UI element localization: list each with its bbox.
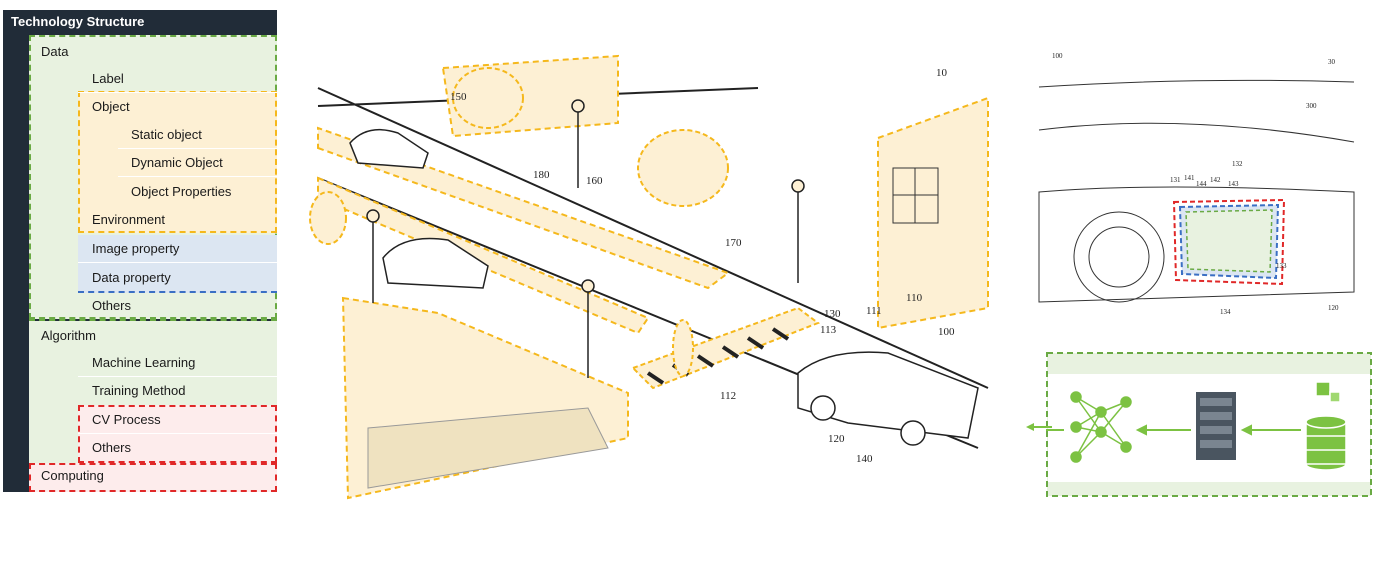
dash-ref-100: 100 bbox=[1052, 52, 1063, 60]
hud-display-region bbox=[1172, 198, 1286, 286]
tree-item-dynamic-object: Dynamic Object bbox=[118, 149, 277, 177]
tree-item-data: Data bbox=[41, 44, 69, 59]
dashboard-outline bbox=[1038, 79, 1355, 303]
dashboard-illustration: 100 30 300 131 141 144 142 132 143 133 1… bbox=[1038, 52, 1355, 316]
ref-111: 111 bbox=[866, 305, 882, 317]
tree-item-image-property: Image property bbox=[78, 235, 277, 263]
ref-150: 150 bbox=[450, 91, 467, 103]
dashboard-reference-labels: 100 30 300 131 141 144 142 132 143 133 1… bbox=[1052, 52, 1339, 316]
trees bbox=[309, 67, 729, 245]
tree-item-training-method: Training Method bbox=[92, 383, 186, 398]
dash-ref-133: 133 bbox=[1276, 262, 1287, 270]
scene-reference-labels: 10 150 180 160 170 130 111 110 113 100 1… bbox=[450, 67, 955, 465]
tree-item-object: Object bbox=[92, 99, 130, 114]
building bbox=[877, 96, 989, 330]
ref-112: 112 bbox=[720, 390, 736, 402]
ref-10: 10 bbox=[936, 67, 948, 79]
tree-item-label: Label bbox=[78, 65, 277, 93]
tree-item-environment: Environment bbox=[92, 212, 165, 227]
database-icon bbox=[1305, 381, 1347, 471]
dash-ref-144: 144 bbox=[1196, 180, 1207, 188]
ref-113: 113 bbox=[820, 324, 837, 336]
ref-180: 180 bbox=[533, 169, 550, 181]
neural-network-icon bbox=[1070, 391, 1132, 463]
computing-pipeline bbox=[1046, 352, 1372, 497]
tree-item-algorithm: Algorithm bbox=[41, 328, 96, 343]
tree-item-object-properties: Object Properties bbox=[131, 184, 232, 199]
dash-ref-142: 142 bbox=[1210, 176, 1221, 184]
dash-ref-300: 300 bbox=[1306, 102, 1317, 110]
ref-110: 110 bbox=[906, 292, 923, 304]
cv-region bbox=[78, 405, 277, 463]
street-lamps bbox=[366, 99, 805, 378]
tree-item-static-object: Static object bbox=[118, 121, 277, 149]
tree-item-computing: Computing bbox=[41, 468, 104, 483]
tree-title: Technology Structure bbox=[11, 14, 145, 29]
pedestrian bbox=[672, 319, 694, 377]
ref-170: 170 bbox=[725, 237, 742, 249]
pipeline-output-arrow bbox=[1026, 423, 1052, 431]
plaza-region bbox=[341, 296, 629, 500]
ref-160: 160 bbox=[586, 175, 603, 187]
tree-item-others-algorithm: Others bbox=[92, 440, 132, 455]
ref-100: 100 bbox=[938, 326, 955, 338]
ref-120: 120 bbox=[828, 433, 845, 445]
tree-item-others-data: Others bbox=[92, 298, 132, 313]
dash-ref-134: 134 bbox=[1220, 308, 1231, 316]
dash-ref-30: 30 bbox=[1328, 58, 1336, 66]
tree-item-data-property: Data property bbox=[92, 270, 171, 285]
dash-ref-141: 141 bbox=[1184, 174, 1195, 182]
property-region bbox=[78, 235, 277, 293]
server-icon bbox=[1196, 392, 1236, 460]
ref-140: 140 bbox=[856, 453, 873, 465]
algorithm-top-dash bbox=[29, 319, 277, 321]
dash-ref-143: 143 bbox=[1228, 180, 1239, 188]
tree-item-machine-learning: Machine Learning bbox=[78, 349, 277, 377]
pipeline-arrows bbox=[1046, 424, 1301, 436]
computing-region bbox=[29, 463, 277, 492]
dash-ref-131: 131 bbox=[1170, 176, 1181, 184]
ref-130: 130 bbox=[824, 308, 841, 320]
tree-item-cv-process: CV Process bbox=[78, 406, 277, 434]
dash-ref-132: 132 bbox=[1232, 160, 1243, 168]
technology-structure-tree: Technology Structure Data Label Object S… bbox=[3, 10, 277, 492]
street-scene-illustration: 10 150 180 160 170 130 111 110 113 100 1… bbox=[309, 54, 1003, 508]
ego-vehicle bbox=[797, 351, 979, 446]
parked-cars bbox=[349, 128, 489, 289]
dash-ref-120: 120 bbox=[1328, 304, 1339, 312]
